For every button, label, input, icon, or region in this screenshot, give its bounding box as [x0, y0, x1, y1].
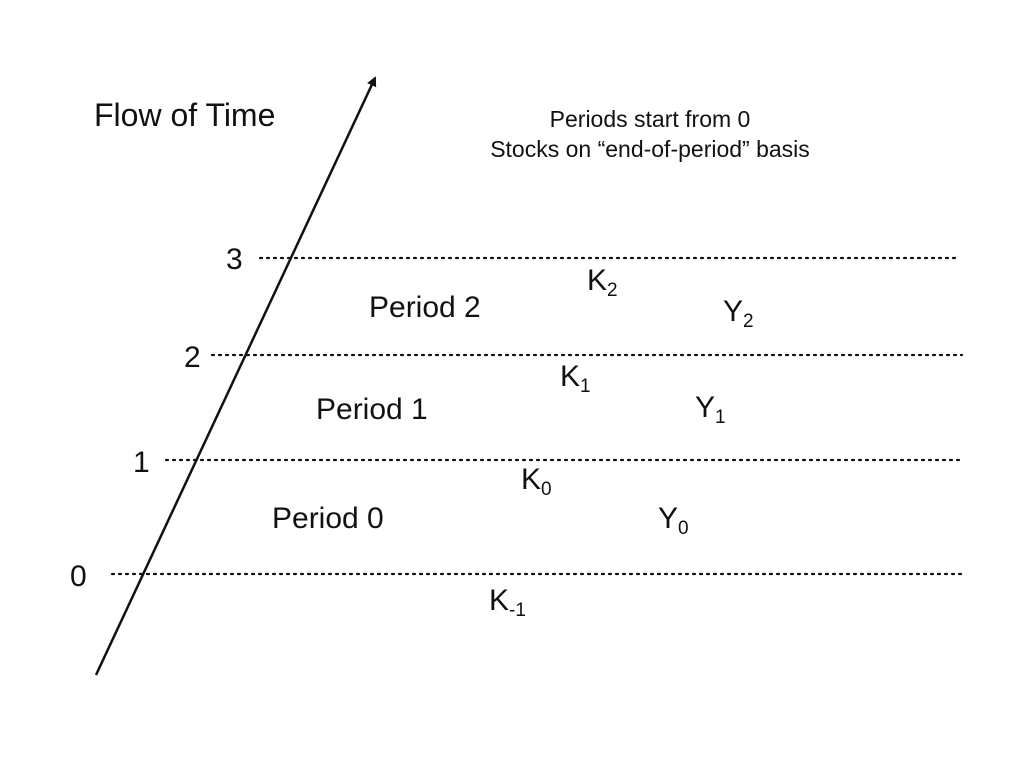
period-label-0: Period 0: [272, 502, 384, 535]
time-arrow: [94, 76, 377, 676]
capital-label-0: K0: [521, 463, 552, 500]
output-label-2: Y2: [723, 295, 754, 332]
capital-label-minus-1: K-1: [489, 584, 526, 621]
tick-label-0: 0: [70, 560, 87, 593]
tick-label-1: 1: [133, 446, 150, 479]
output-label-0: Y0: [658, 502, 689, 539]
period-label-2: Period 2: [369, 291, 481, 324]
note-line-2: Stocks on “end-of-period” basis: [490, 136, 810, 162]
output-label-1: Y1: [695, 391, 726, 428]
tick-label-3: 3: [226, 243, 243, 276]
period-label-1: Period 1: [316, 393, 428, 426]
note-line-1: Periods start from 0: [549, 106, 751, 132]
capital-label-2: K2: [587, 264, 618, 301]
diagram-notes: Periods start from 0 Stocks on “end-of-p…: [440, 104, 860, 164]
tick-label-2: 2: [184, 341, 201, 374]
capital-label-1: K1: [560, 360, 591, 397]
diagram-title: Flow of Time: [94, 97, 276, 133]
